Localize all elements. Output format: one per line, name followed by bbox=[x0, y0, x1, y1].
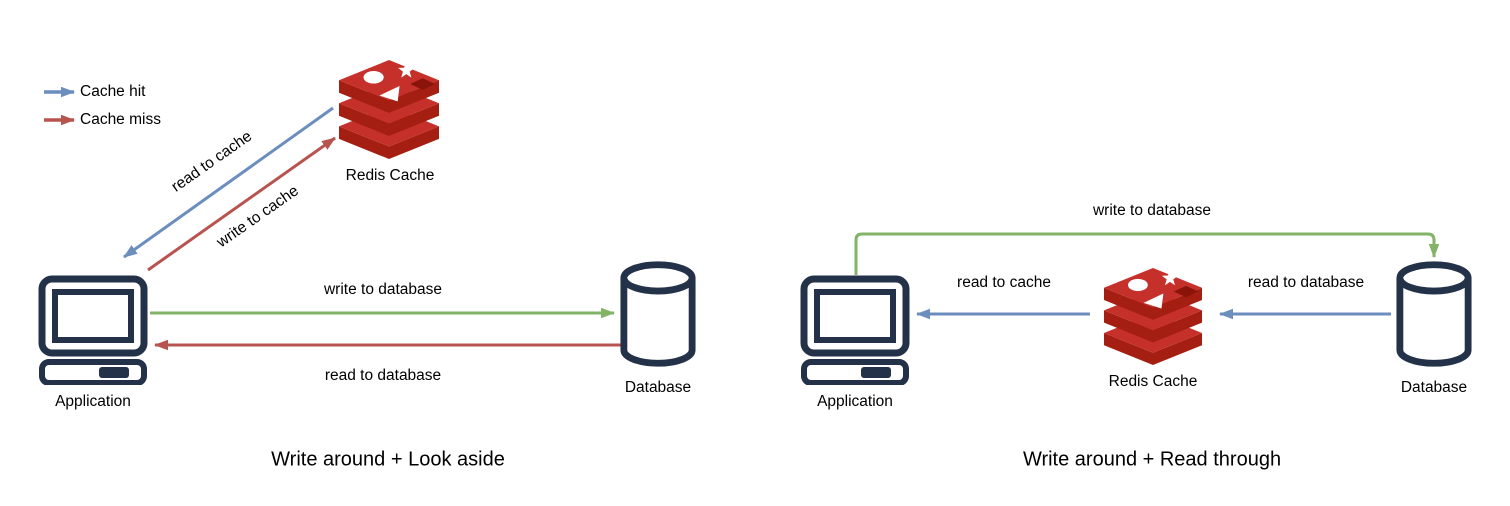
node-label-database: Database bbox=[1400, 379, 1468, 397]
right-diagram-title: Write around + Read through bbox=[1022, 448, 1282, 471]
left-write-to-cache-arrow bbox=[147, 136, 336, 272]
redis-triangle-glyph bbox=[379, 85, 400, 102]
legend-cache-hit-label: Cache hit bbox=[80, 83, 146, 101]
redis-cache-icon bbox=[1104, 268, 1202, 366]
node-label-application: Application bbox=[817, 393, 893, 411]
redis-cache-icon bbox=[339, 60, 439, 160]
edge-label-read-to-database: read to database bbox=[1247, 274, 1365, 292]
left-read-to-cache-arrow bbox=[123, 106, 334, 259]
edge-label-read-to-cache: read to cache bbox=[957, 274, 1051, 292]
database-icon bbox=[620, 261, 696, 367]
redis-circle-glyph bbox=[363, 71, 384, 84]
application-icon bbox=[800, 275, 910, 385]
node-label-redis-cache: Redis Cache bbox=[1108, 373, 1198, 391]
redis-circle-glyph bbox=[1128, 278, 1148, 292]
database-icon bbox=[1396, 261, 1472, 367]
redis-star-glyph bbox=[1161, 269, 1179, 286]
left-diagram-title: Write around + Look aside bbox=[271, 448, 505, 471]
legend-cache-miss-label: Cache miss bbox=[80, 111, 161, 129]
edge-label-write-to-database: write to database bbox=[1092, 202, 1212, 220]
redis-triangle-glyph bbox=[1143, 293, 1164, 309]
right-write-to-database-arrow bbox=[854, 232, 1440, 275]
edge-label-write-to-database: write to database bbox=[323, 281, 443, 299]
edge-label-read-to-database: read to database bbox=[324, 367, 442, 385]
redis-diamond-glyph bbox=[1173, 285, 1199, 298]
application-icon bbox=[38, 275, 148, 385]
node-label-database: Database bbox=[624, 379, 692, 397]
node-label-application: Application bbox=[55, 393, 131, 411]
node-label-redis-cache: Redis Cache bbox=[345, 167, 435, 185]
redis-star-glyph bbox=[398, 61, 415, 78]
